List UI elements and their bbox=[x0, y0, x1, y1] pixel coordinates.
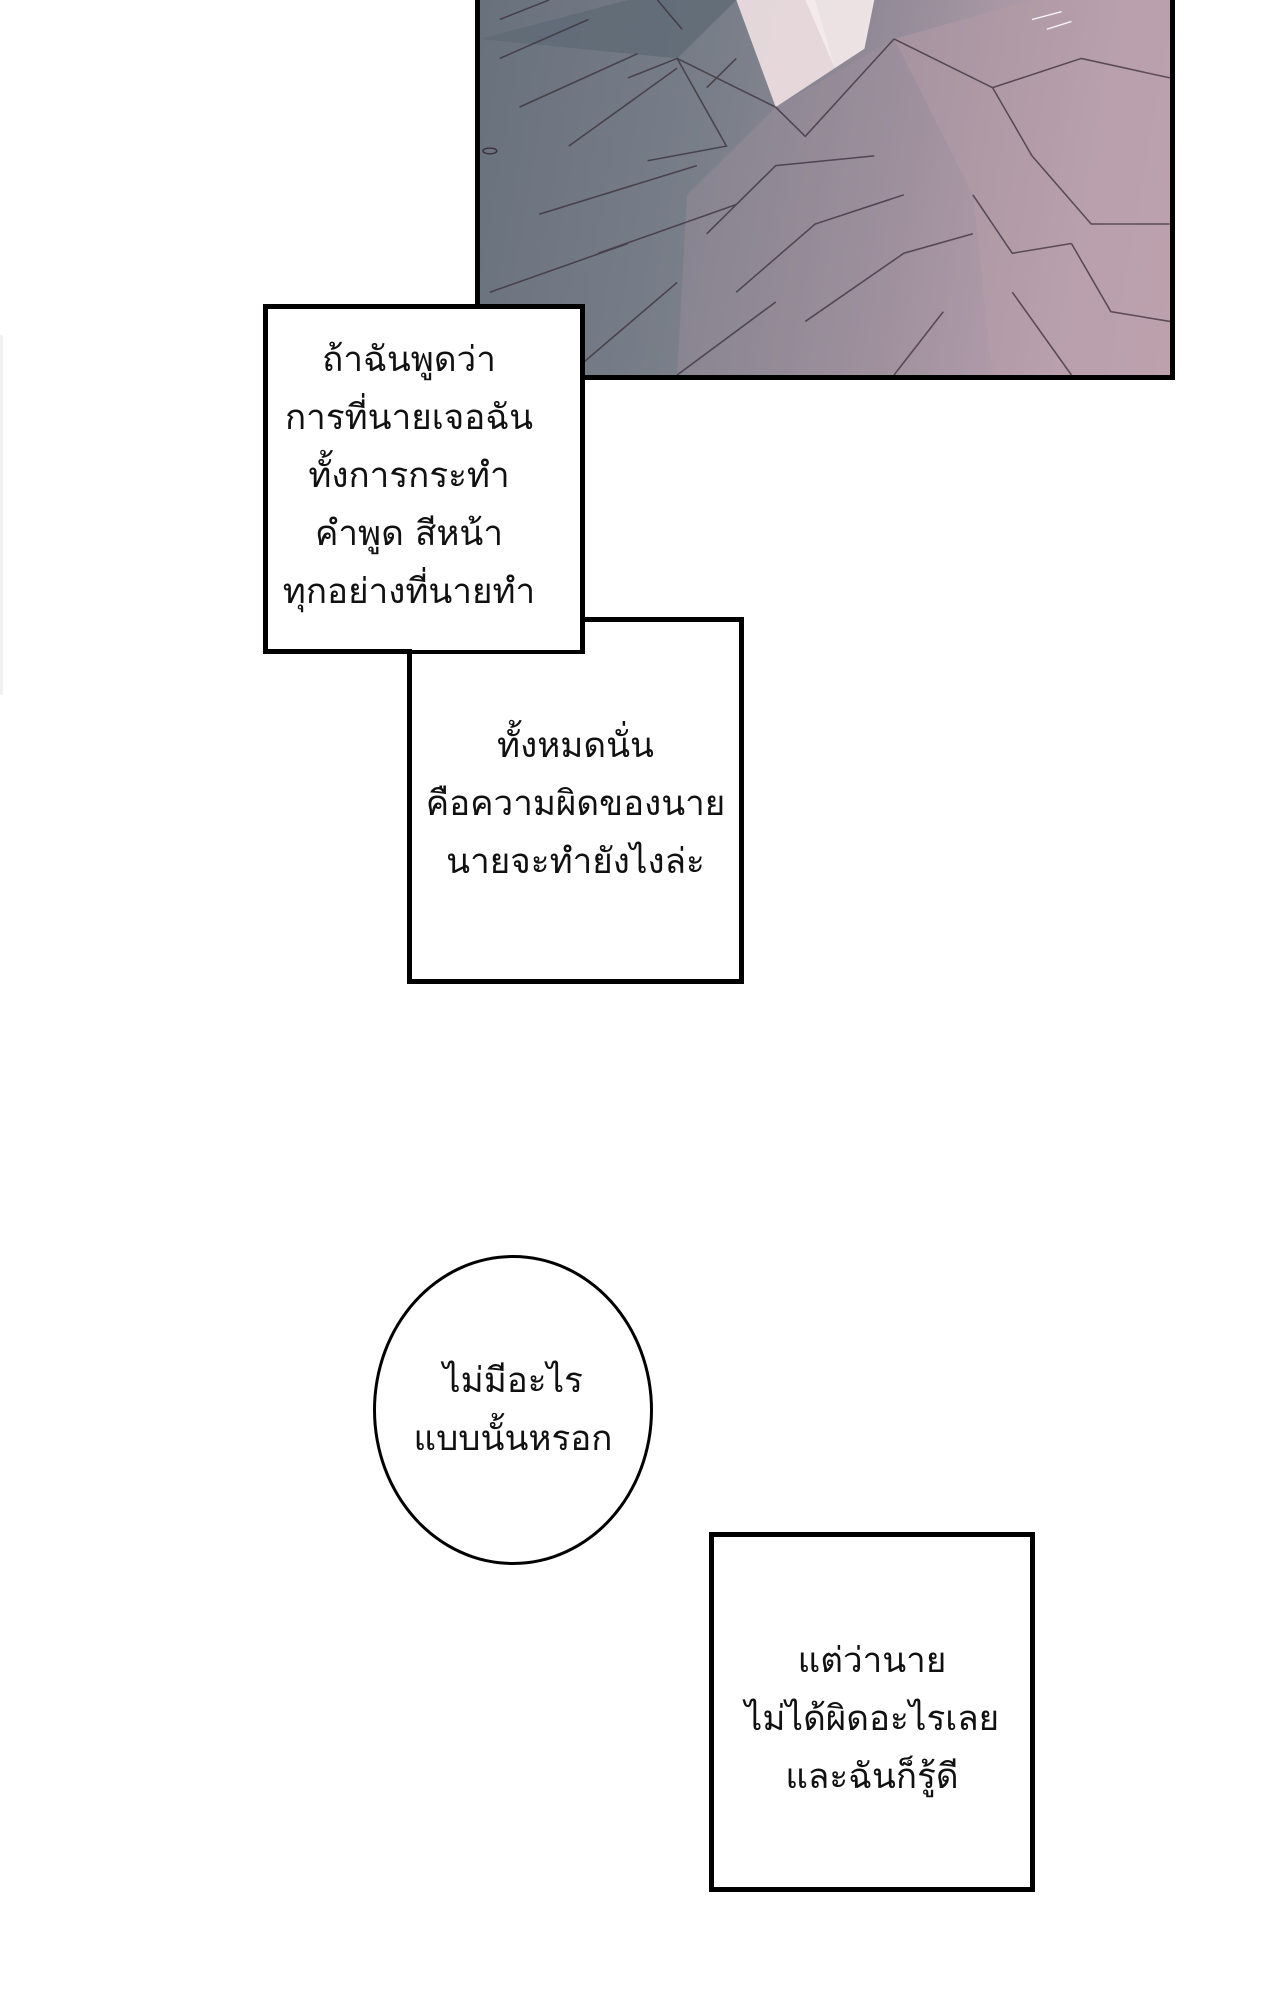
page-edge-mark bbox=[0, 335, 3, 695]
caption-line: การที่นายเจอฉัน bbox=[284, 398, 534, 438]
caption-line: นายจะทำยังไงล่ะ bbox=[446, 842, 705, 882]
narration-box-2: ทั้งหมดนั่น คือความผิดของนาย นายจะทำยังไ… bbox=[407, 617, 744, 984]
caption-seam bbox=[412, 612, 580, 650]
bubble-line: ไม่มีอะไร bbox=[443, 1361, 583, 1401]
speech-bubble: ไม่มีอะไร แบบนั้นหรอก bbox=[373, 1255, 653, 1565]
caption-line: คือความผิดของนาย bbox=[425, 784, 726, 824]
caption-line: คำพูด สีหน้า bbox=[314, 514, 503, 554]
narration-box-3: แต่ว่านาย ไม่ได้ผิดอะไรเลย และฉันก็รู้ดี bbox=[709, 1532, 1035, 1892]
narration-box-1: ถ้าฉันพูดว่า การที่นายเจอฉัน ทั้งการกระท… bbox=[263, 304, 585, 654]
caption-line: และฉันก็รู้ดี bbox=[785, 1757, 959, 1797]
caption-line: ถ้าฉันพูดว่า bbox=[322, 340, 496, 380]
bubble-line: แบบนั้นหรอก bbox=[413, 1419, 613, 1459]
caption-line: ทั้งการกระทำ bbox=[308, 456, 510, 496]
caption-line: แต่ว่านาย bbox=[797, 1641, 947, 1681]
caption-line: ทั้งหมดนั่น bbox=[497, 726, 654, 766]
caption-line: ไม่ได้ผิดอะไรเลย bbox=[744, 1699, 1000, 1739]
clothing-illustration bbox=[480, 0, 1170, 375]
comic-art-panel bbox=[475, 0, 1175, 380]
caption-line: ทุกอย่างที่นายทำ bbox=[282, 572, 536, 612]
